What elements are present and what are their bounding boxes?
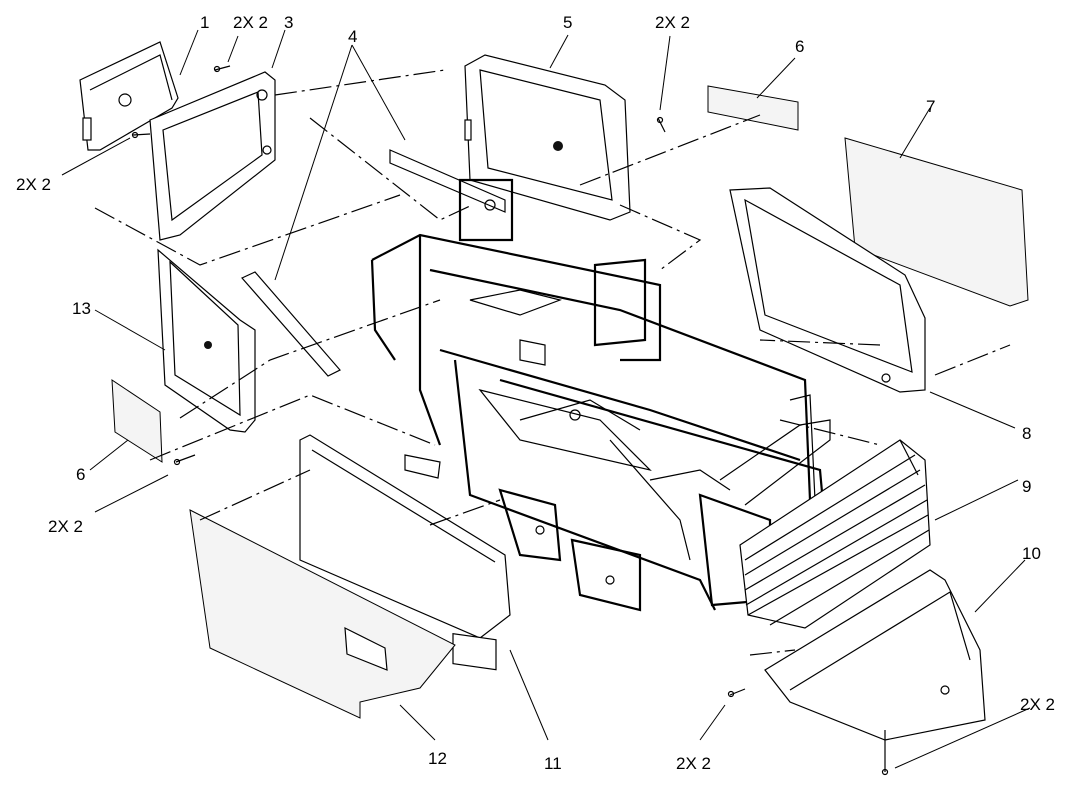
callout-2x2-top-mid: 2X 2	[655, 13, 690, 32]
callout-2x2-top-left: 2X 2	[233, 13, 268, 32]
callout-9: 9	[1022, 477, 1032, 496]
callout-3: 3	[284, 13, 294, 32]
callout-6-top: 6	[795, 37, 805, 56]
callout-12: 12	[428, 749, 447, 768]
callout-2x2-bottom-right: 2X 2	[1020, 695, 1055, 714]
part-12-lower-big-panel	[189, 509, 456, 719]
part-5-upper-panel	[464, 54, 631, 221]
callout-8: 8	[1022, 424, 1032, 443]
leader-lines	[61, 29, 1031, 769]
part-1-small-cover	[79, 41, 179, 151]
part-10-bumper	[764, 569, 986, 741]
callout-5: 5	[563, 13, 573, 32]
callout-7: 7	[926, 97, 936, 116]
part-3-side-shroud	[149, 71, 276, 241]
callout-1: 1	[200, 13, 210, 32]
callout-2x2-bottom-mid: 2X 2	[676, 754, 711, 773]
part-6-upper-decal	[707, 85, 799, 131]
part-13-left-side-panel	[157, 248, 256, 433]
part-8-right-shroud	[729, 187, 926, 393]
part-11-lower-panel	[299, 434, 511, 671]
central-frame-assembly	[370, 178, 831, 612]
part-6-lower-decal	[111, 379, 163, 463]
callout-13: 13	[72, 299, 91, 318]
callout-10: 10	[1022, 544, 1041, 563]
callout-6-bottom: 6	[76, 465, 86, 484]
callout-2x2-left: 2X 2	[16, 175, 51, 194]
part-7-right-panel	[844, 137, 1029, 307]
callout-2x2-bottom-left: 2X 2	[48, 517, 83, 536]
part-9-grille	[739, 439, 931, 629]
callout-11: 11	[544, 754, 562, 773]
assembly-centerlines	[94, 69, 1011, 656]
callout-4: 4	[348, 27, 358, 46]
part-4-foam-strips	[241, 149, 506, 377]
screws	[131, 65, 889, 776]
